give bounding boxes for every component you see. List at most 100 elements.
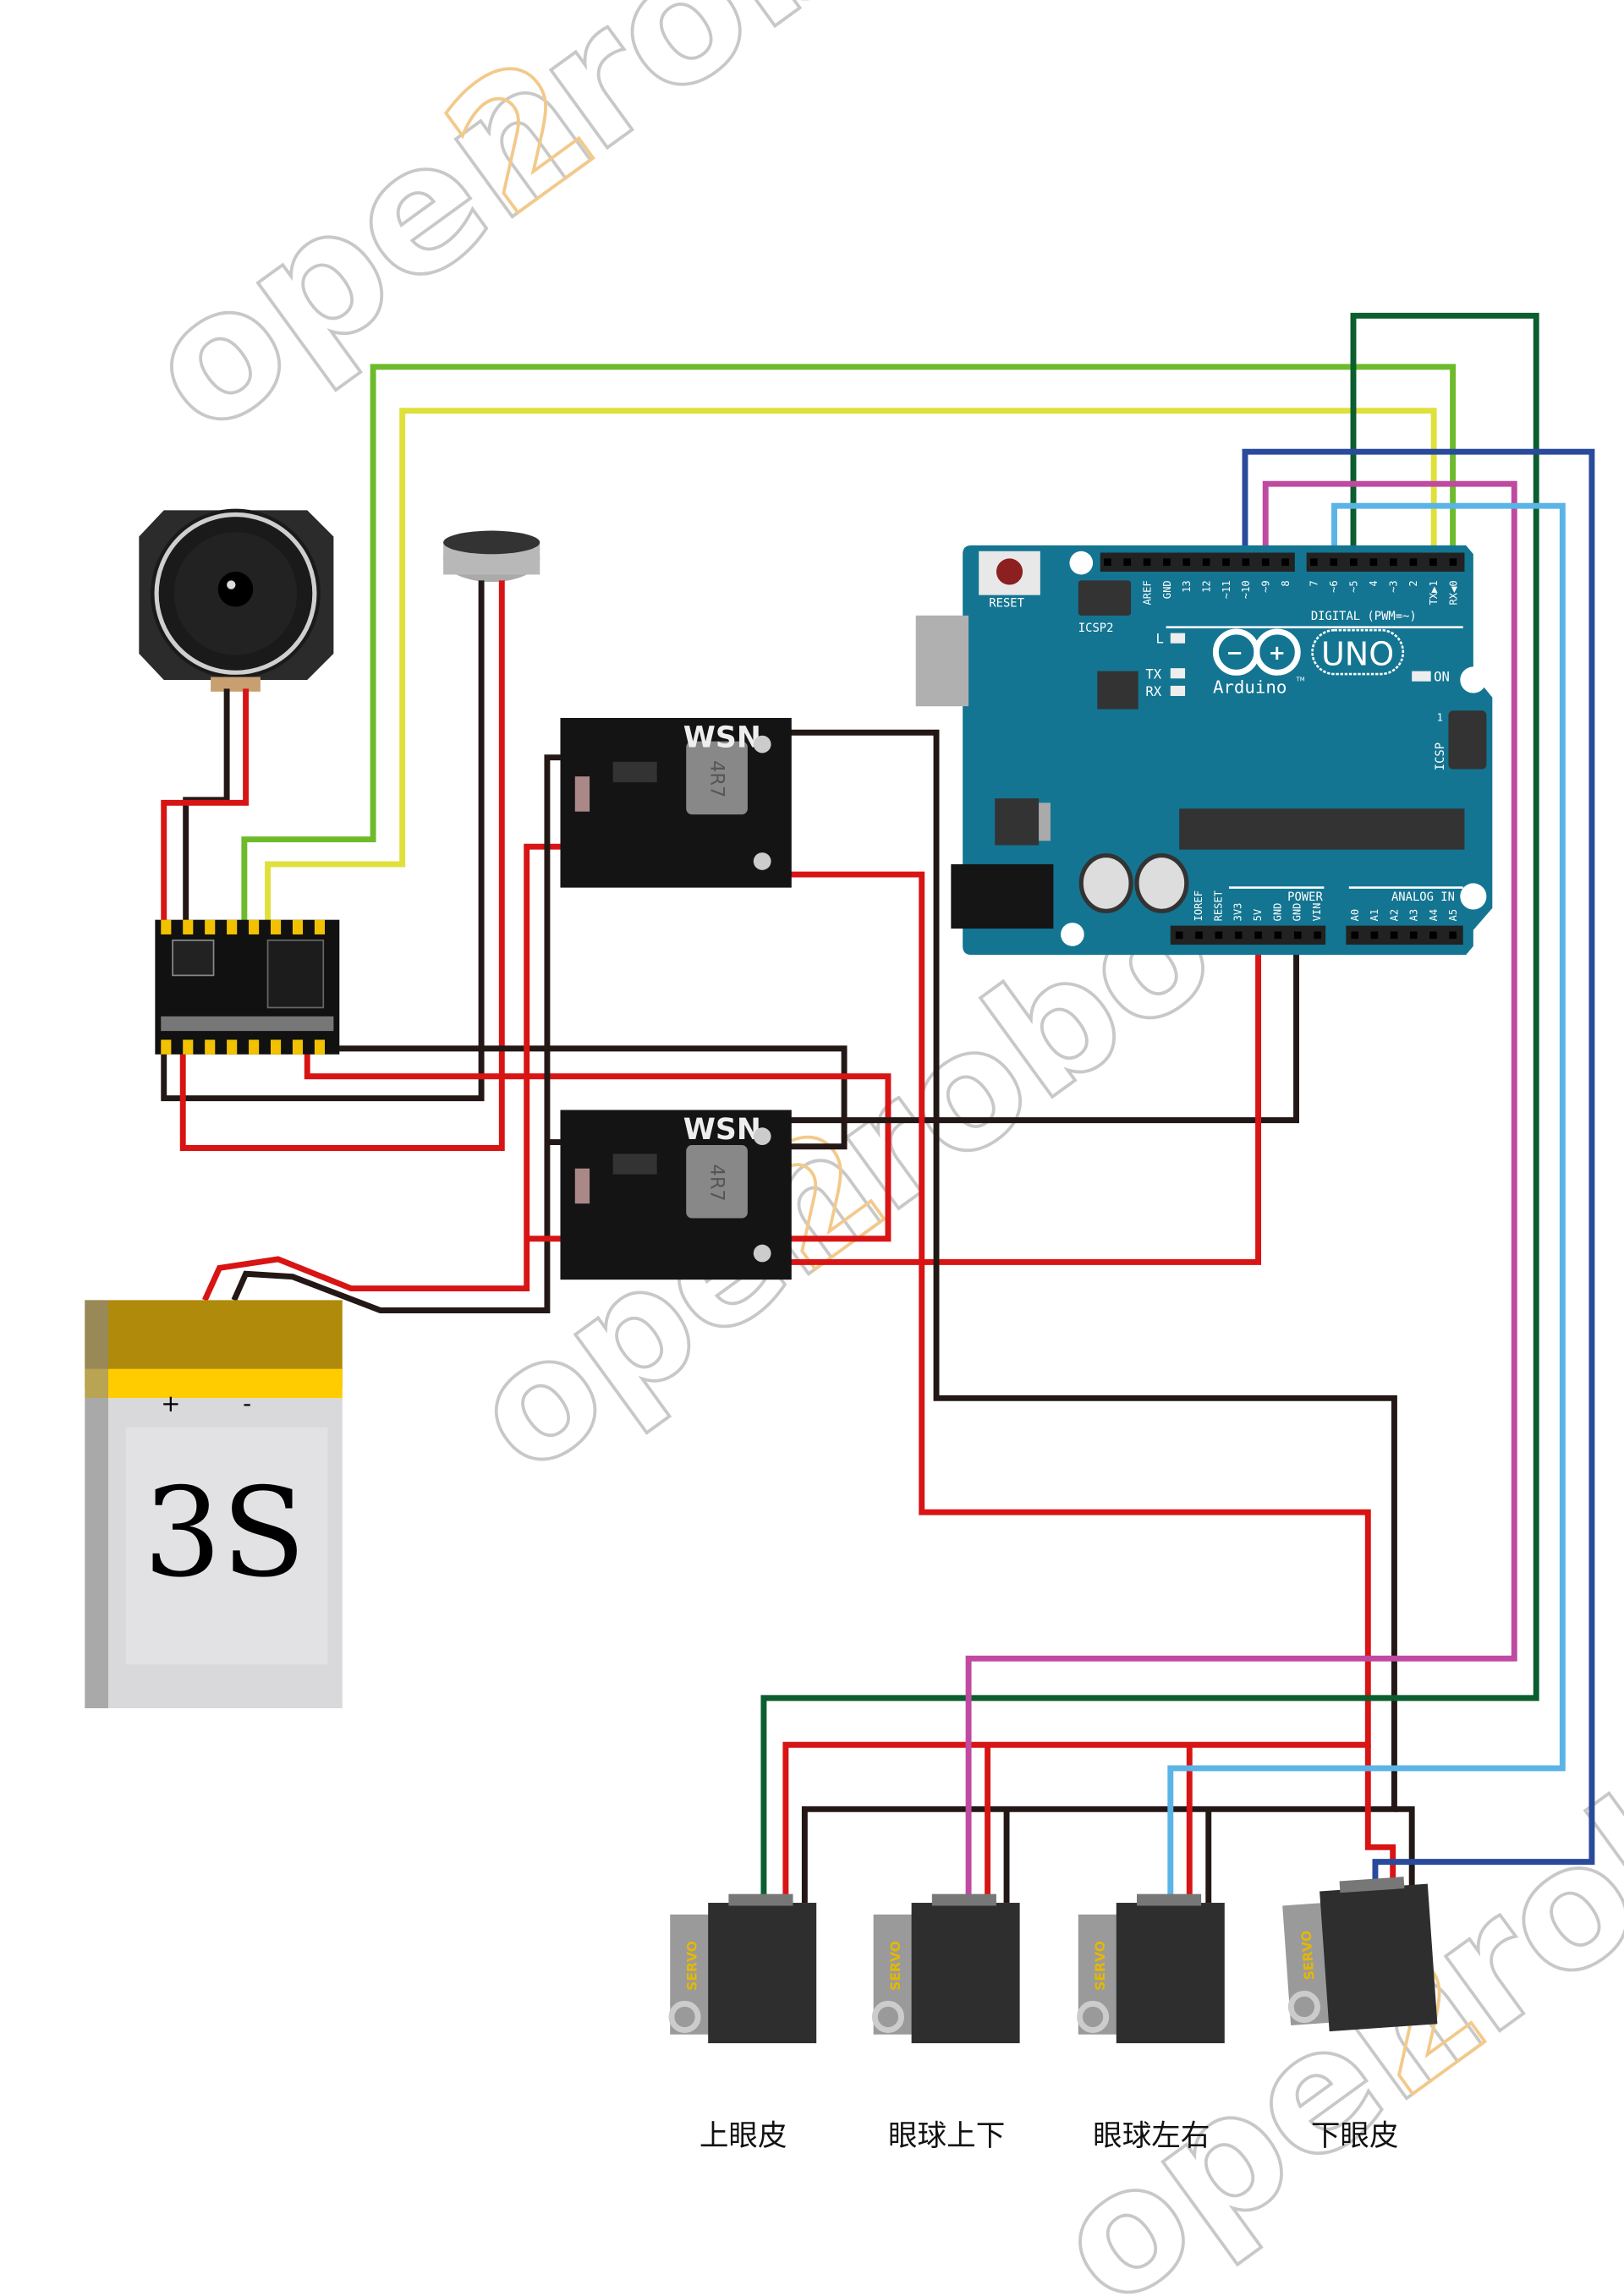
pin-label: 2 [1407,580,1419,586]
pin-label: A1 [1369,909,1380,922]
wire-rx-lime [241,364,1457,923]
pin-label: A2 [1388,909,1400,922]
wires [161,312,1595,1904]
header-pin [1104,558,1111,567]
wire-mic-red [179,580,505,1151]
header-pin [1195,931,1203,940]
header-pin [1123,558,1132,567]
wire-batt-red-1 [202,843,561,1301]
mp3-pin [249,1039,260,1055]
wire-tx-yellow [265,408,1437,923]
servo-horn [1287,1991,1320,2024]
servo-tag: SERVO [1093,1941,1108,1991]
battery-plus: + [161,1389,180,1417]
pin-label: 3V3 [1232,903,1244,922]
icsp-label: ICSP [1434,743,1447,770]
mp3-pin [161,919,172,934]
servo-connector [728,1893,793,1906]
reset-label: RESET [989,597,1024,611]
microphone [443,530,540,583]
icsp2-label: ICSP2 [1078,622,1114,635]
mp3-pin [161,1039,172,1055]
module-brand: WSN [683,1113,761,1147]
wire-arduino-5v [790,937,1262,1265]
header-pin [1330,558,1338,567]
header-pin [1261,558,1270,567]
mp3-pin [271,919,282,934]
servo-connector [1137,1893,1202,1906]
header-pin [1314,931,1321,940]
pin-label: 8 [1280,580,1292,586]
servo-body [1116,1903,1225,2044]
mp3-pin [183,919,194,934]
mp3-pin [271,1039,282,1055]
wire-mic-black [161,580,485,1102]
header-pin [1182,558,1191,567]
pin-label: 13 [1181,580,1193,593]
mp3-pin [183,1039,194,1055]
header-pin [1202,558,1210,567]
pin-label: TX▶1 [1428,580,1440,605]
servo-tag: SERVO [684,1941,700,1991]
speaker [139,508,334,692]
pin-label: ~10 [1240,580,1252,599]
wire-arduino-gnd [790,937,1299,1124]
servo-connector [931,1893,996,1906]
wire-pin9-magenta [965,480,1517,1904]
header-pin [1370,931,1379,940]
wire-servo-vcc [782,871,1371,1904]
header-pin [1390,931,1398,940]
icsp-pin1-label: 1 [1437,711,1443,723]
pin-label: A0 [1349,909,1361,922]
servo-body [708,1903,817,2044]
header-pin [1293,931,1302,940]
pin-label: AREF [1141,580,1153,605]
svg-text:+: + [1269,641,1286,665]
pin-label: GND [1292,903,1303,922]
header-pin [1449,558,1457,567]
servo-3: SERVO [1077,1893,1225,2044]
digital-label: DIGITAL (PWM=~) [1311,610,1417,623]
battery-label: 3S [144,1462,306,1605]
rx-label: RX [1145,684,1161,699]
battery-3s: + - 3S [85,1300,343,1708]
header-pin [1429,558,1437,567]
wire-pin10-navy [1242,448,1595,1888]
arduino-infinity-logo [1212,628,1301,676]
wire-mp3-vcc [304,1051,892,1242]
pin-label: ~6 [1328,580,1340,593]
servo-horn [1077,2000,1110,2033]
servo-tag: SERVO [888,1941,903,1991]
pin-label: IOREF [1193,890,1204,921]
uno-logo: UNO [1321,636,1394,673]
analog-label: ANALOG IN [1391,890,1455,904]
pin-label: 4 [1368,580,1380,586]
on-label: ON [1434,670,1450,685]
header-pin [1409,931,1418,940]
header-pin [1449,931,1457,940]
wire-mp3-gnd [336,1045,848,1150]
wire-pin6-lightblue [1167,502,1566,1904]
mp3-pin [292,919,304,934]
wire-speaker-red [161,688,250,923]
wire-servo-gnd [790,729,1397,1904]
pin-label: 7 [1309,580,1320,586]
svg-text:−: − [1226,641,1243,665]
pin-label: ~5 [1348,580,1360,593]
mp3-pin [205,1039,216,1055]
mp3-pin [314,1039,325,1055]
servo-horn [668,2000,701,2033]
pin-label: GND [1161,580,1173,599]
header-pin [1429,931,1437,940]
inductor-label: 4R7 [706,760,728,797]
servo-horn [871,2000,904,2033]
wire-batt-black-1 [231,754,561,1313]
header-pin [1175,931,1183,940]
header-pin [1163,558,1171,567]
pin-label: VIN [1311,903,1323,922]
header-pin [1369,558,1378,567]
pin-label: ~3 [1388,580,1400,593]
pin-label: A5 [1447,909,1459,922]
